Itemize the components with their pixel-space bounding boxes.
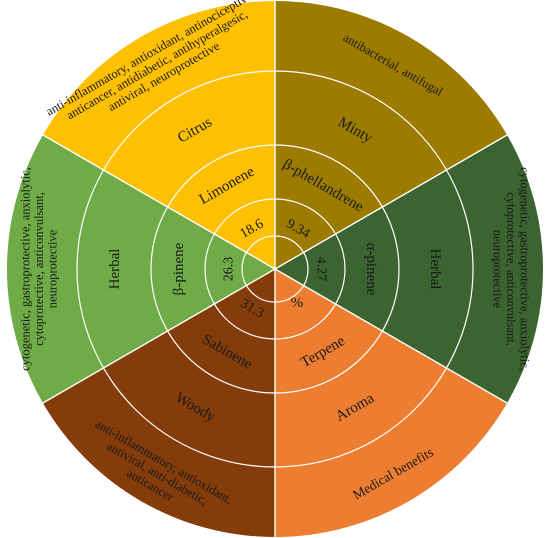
benefit-line: cytoprotective, anticonvulsant, — [504, 192, 518, 346]
wheel-sector — [6, 135, 275, 403]
sector-divider — [274, 134, 508, 270]
benefit-line: cytogenetic, gastroprotective, anxiolyti… — [19, 167, 33, 371]
wheel-sector — [275, 135, 543, 403]
wheel-sector — [275, 269, 508, 537]
terpene-label: β-pinene — [171, 242, 187, 295]
wheel-sector — [42, 1, 275, 269]
center-label: % — [291, 295, 304, 311]
terpene-label: α-pinene — [363, 243, 379, 296]
percent-label: 4.27 — [314, 257, 329, 282]
benefit-line: cytoprotective, anticonvulsant, — [32, 192, 46, 346]
benefit-line: neuroprotective — [491, 230, 505, 309]
sector-divider — [274, 268, 508, 404]
wheel-sector — [275, 1, 508, 269]
benefit-line: neuroprotective — [46, 229, 60, 308]
percent-label: 26.3 — [222, 257, 237, 282]
sector-divider — [42, 268, 276, 404]
aroma-label: Herbal — [107, 249, 123, 290]
wheel-sectors — [6, 1, 543, 537]
wheel-spokes — [42, 1, 508, 537]
sector-divider — [42, 134, 276, 270]
aroma-label: Herbal — [427, 249, 443, 290]
wheel-sector — [42, 269, 275, 537]
benefit-line: cytogenetic, gastroprotective, anxiolyti… — [518, 167, 532, 371]
